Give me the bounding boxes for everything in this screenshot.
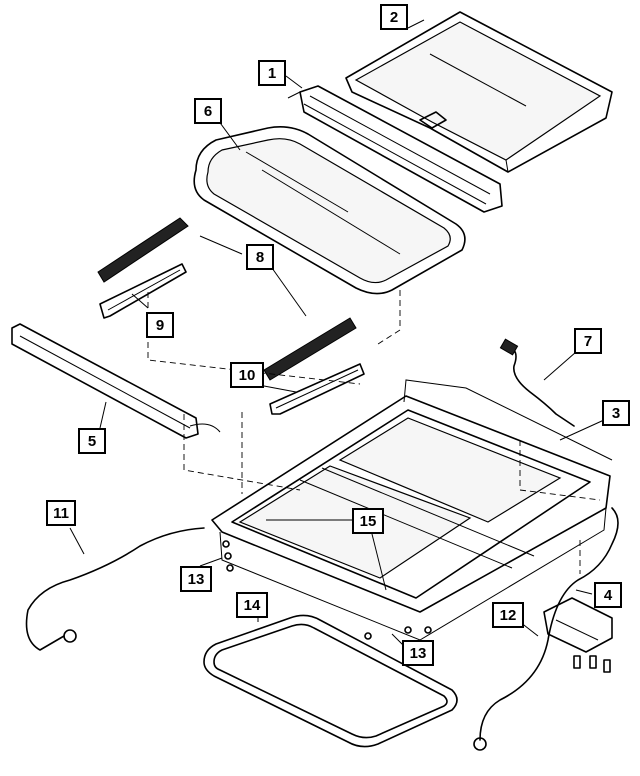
part-10-bracket (269, 363, 365, 415)
callout-13-right: 13 (402, 640, 434, 666)
leader-lines (69, 19, 605, 647)
callout-9: 9 (146, 312, 174, 338)
callout-5: 5 (78, 428, 106, 454)
callout-10: 10 (230, 362, 264, 388)
part-1-wind-deflector (287, 85, 503, 213)
part-8-guide-rails (97, 217, 357, 381)
callout-4: 4 (594, 582, 622, 608)
part-6-glass-panel (193, 126, 466, 295)
callout-7: 7 (574, 328, 602, 354)
part-11-drain-hose (25, 527, 205, 651)
part-13-fasteners (222, 540, 432, 640)
callout-13-left: 13 (180, 566, 212, 592)
part-3-frame-assembly (211, 379, 613, 641)
callout-11: 11 (46, 500, 76, 526)
callout-2: 2 (380, 4, 408, 30)
callout-14: 14 (236, 592, 268, 618)
part-12-drain-hose (473, 507, 619, 751)
part-7-harness (499, 338, 575, 427)
callout-12: 12 (492, 602, 524, 628)
callout-8: 8 (246, 244, 274, 270)
part-5-side-rail (11, 323, 221, 439)
part-14-seal (203, 614, 458, 748)
callout-3: 3 (602, 400, 630, 426)
part-4-motor (543, 597, 613, 673)
callout-1: 1 (258, 60, 286, 86)
part-2-sunshade (345, 11, 613, 173)
callout-6: 6 (194, 98, 222, 124)
callout-15: 15 (352, 508, 384, 534)
